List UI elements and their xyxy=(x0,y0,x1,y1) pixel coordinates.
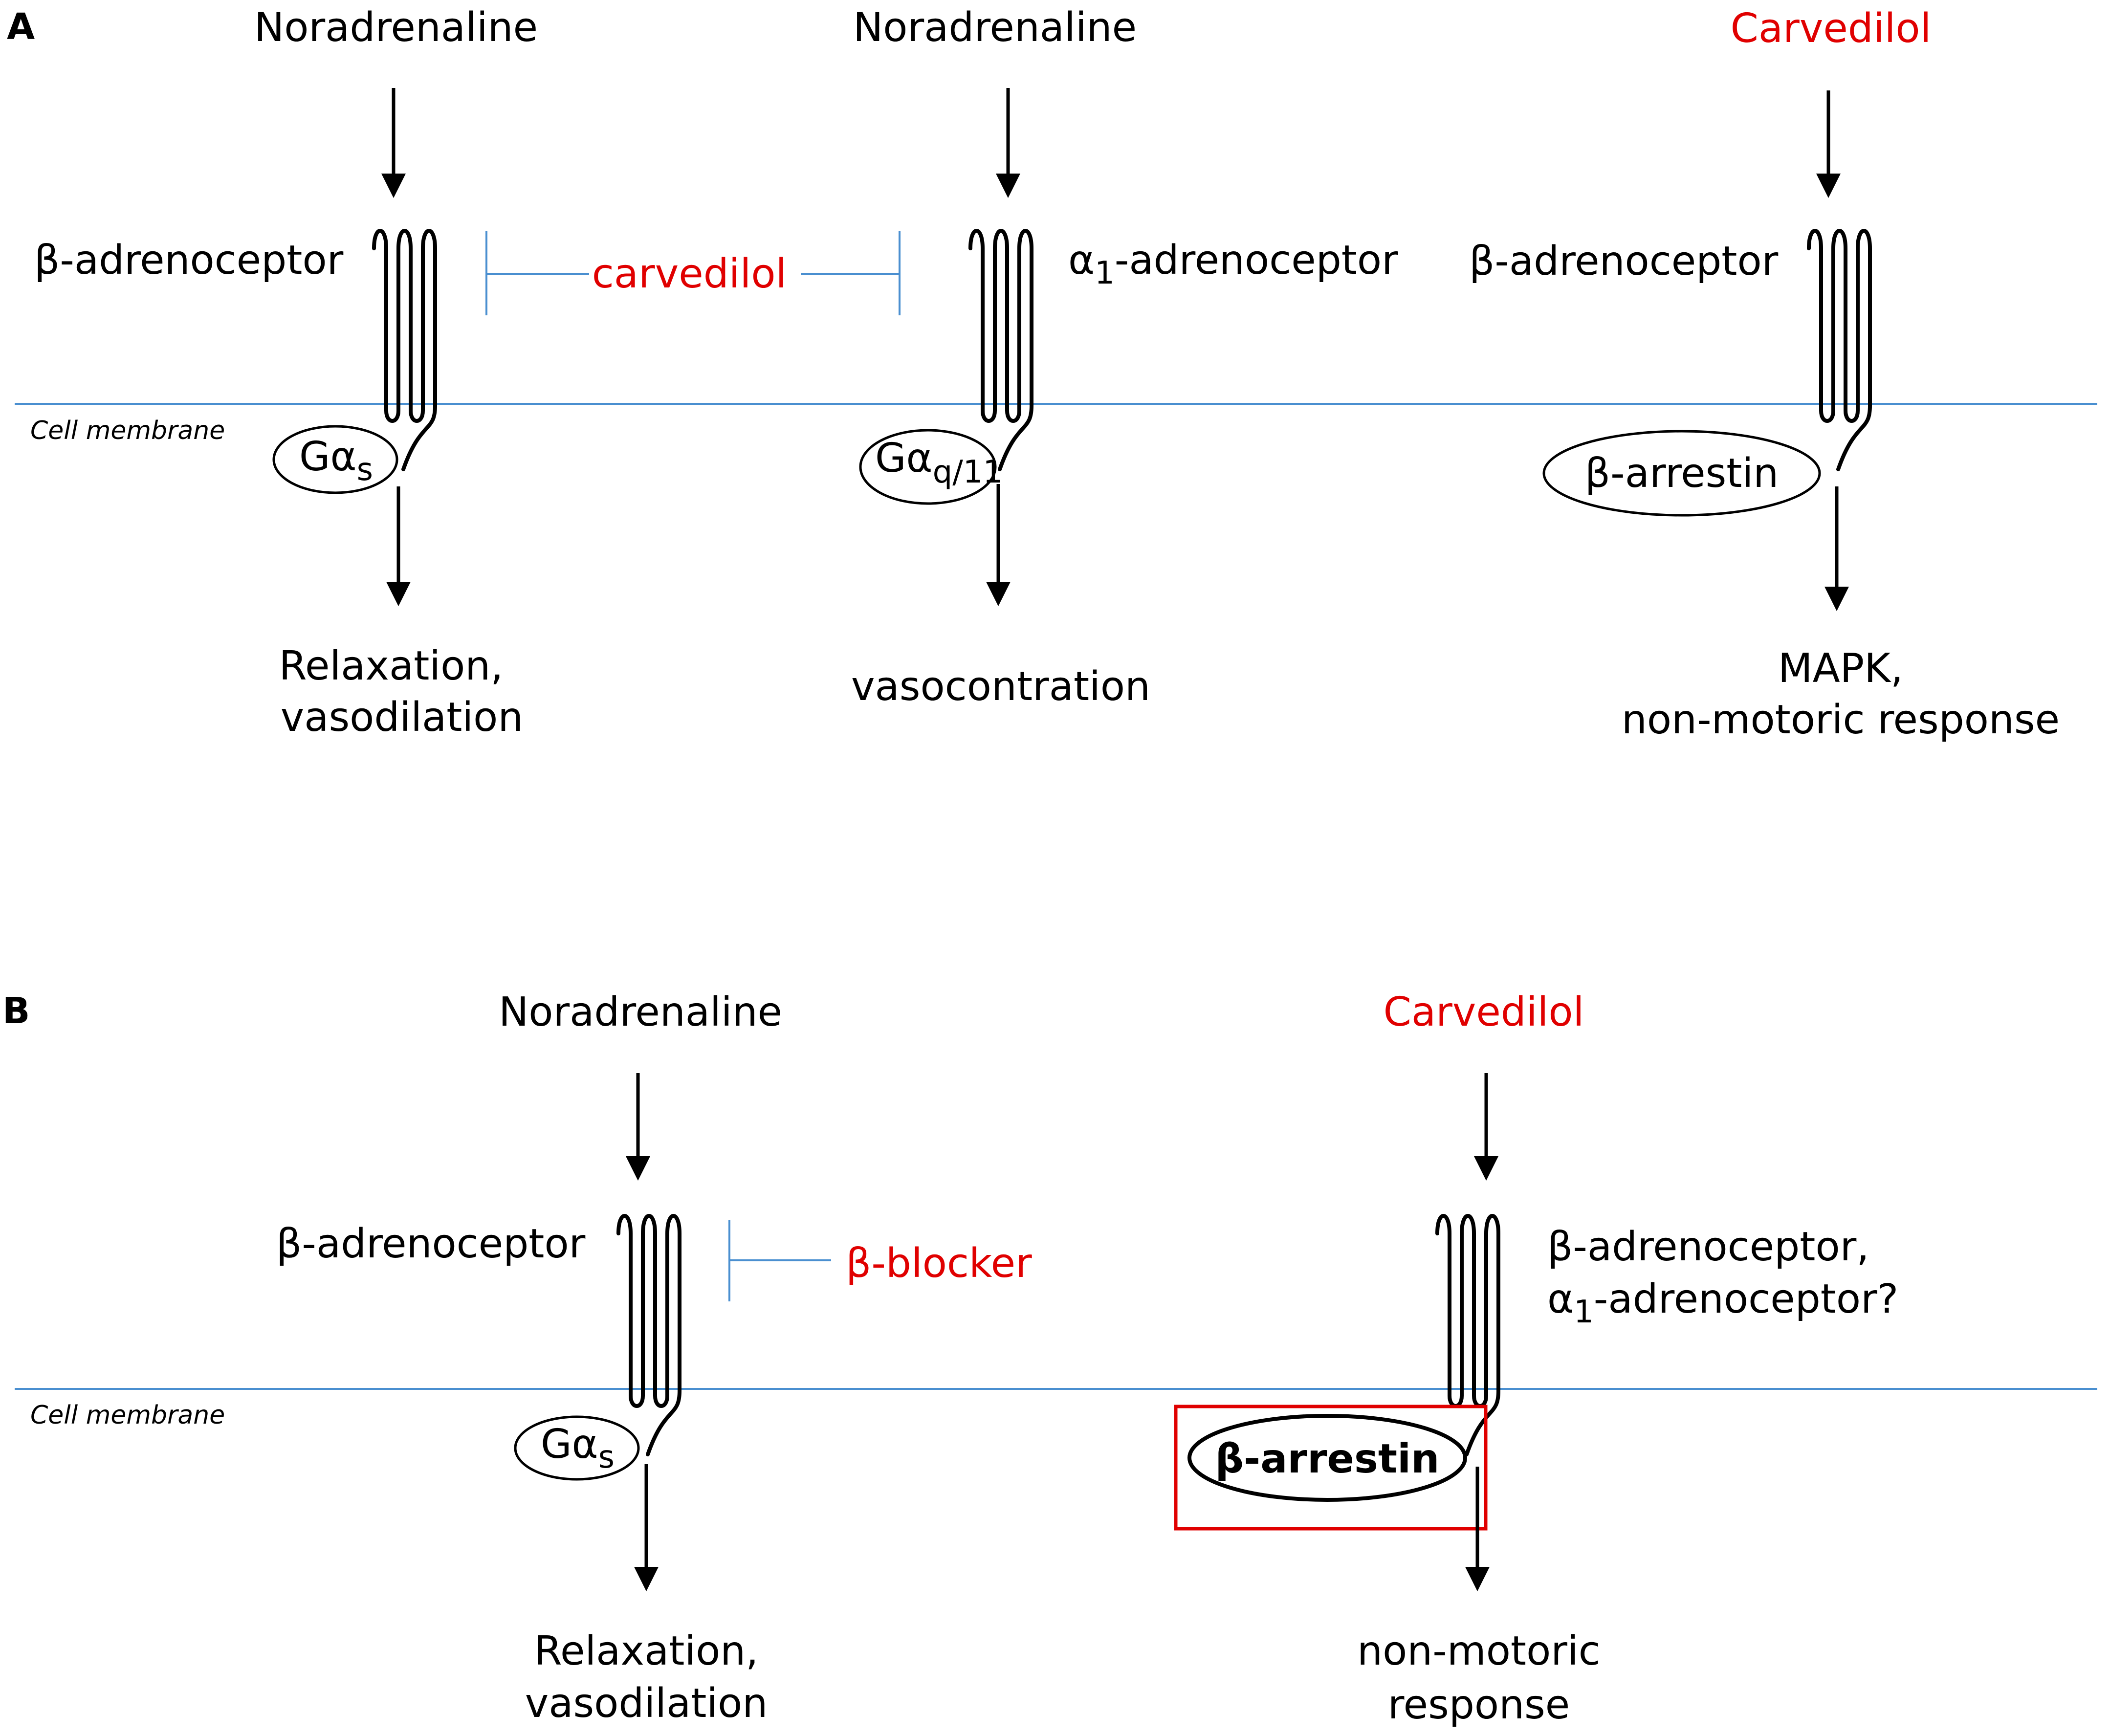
pathway-a-middle: Noradrenaline α1-adrenoceptor Gαq/11 vas… xyxy=(851,4,1398,710)
arrow-head xyxy=(1816,174,1841,198)
membrane-label-b: Cell membrane xyxy=(30,1401,225,1430)
pathway-a-right: Carvedilol β-adrenoceptor β-arrestin MAP… xyxy=(1469,5,2060,743)
receptor-alpha1-label: α1-adrenoceptor xyxy=(1068,237,1398,291)
receptor-glyph xyxy=(374,231,435,469)
arrow-head xyxy=(1465,1567,1490,1591)
receptor-glyph xyxy=(1809,231,1870,469)
pathway-a-left: Noradrenaline β-adrenoceptor Gαs Relaxat… xyxy=(34,4,538,741)
receptor-beta-label: β-adrenoceptor xyxy=(1469,238,1779,285)
response-relaxation: Relaxation, xyxy=(534,1628,759,1674)
inhibitor-beta-blocker: β-blocker xyxy=(846,1240,1032,1287)
response-vasodilation: vasodilation xyxy=(281,694,524,741)
beta-arrestin-oval xyxy=(1187,1414,1467,1502)
g-protein-gaq11-oval xyxy=(859,429,997,505)
receptor-alpha1-label: α1-adrenoceptor? xyxy=(1547,1276,1898,1330)
arrow-head xyxy=(634,1567,659,1591)
arrow-head xyxy=(1474,1156,1498,1181)
response-relaxation: Relaxation, xyxy=(279,643,504,689)
arrow-head xyxy=(626,1156,650,1181)
beta-arrestin-oval xyxy=(1542,430,1821,517)
membrane-label-a: Cell membrane xyxy=(30,416,225,445)
receptor-beta-label: β-adrenoceptor, xyxy=(1547,1224,1869,1270)
g-protein-gas-oval xyxy=(272,425,398,494)
carvedilol-inhibition-a: carvedilol xyxy=(485,231,901,315)
response-mapk: MAPK, xyxy=(1778,645,1903,692)
receptor-glyph xyxy=(970,231,1032,469)
arrow-head xyxy=(381,174,406,198)
g-protein-gas-oval xyxy=(514,1415,640,1481)
response-non-motoric: non-motoric response xyxy=(1622,697,2060,743)
ligand-carvedilol: Carvedilol xyxy=(1731,5,1932,52)
response-non-motoric: non-motoric xyxy=(1357,1628,1601,1674)
panel-b-label: B xyxy=(2,990,30,1032)
receptor-glyph xyxy=(618,1216,680,1454)
response-response: response xyxy=(1388,1682,1570,1728)
ligand-noradrenaline: Noradrenaline xyxy=(499,989,782,1035)
response-vasocontration: vasocontration xyxy=(851,663,1150,710)
ligand-carvedilol: Carvedilol xyxy=(1384,989,1584,1035)
pathway-b-left: Noradrenaline β-adrenoceptor β-blocker G… xyxy=(276,989,1032,1727)
ligand-noradrenaline: Noradrenaline xyxy=(853,4,1137,51)
beta-arrestin-highlight-box xyxy=(1174,1405,1488,1531)
pathway-b-right: Carvedilol β-adrenoceptor, α1-adrenocept… xyxy=(1174,989,1898,1728)
arrow-head xyxy=(386,582,411,606)
arrow-head xyxy=(986,582,1011,606)
panel-a-label: A xyxy=(7,6,35,48)
beta-arrestin-label: β-arrestin xyxy=(1215,1436,1439,1482)
receptor-beta-label: β-adrenoceptor xyxy=(34,237,344,284)
inhibitor-carvedilol: carvedilol xyxy=(592,251,787,297)
g-protein-gaq11-label: Gαq/11 xyxy=(875,435,1003,490)
beta-arrestin-label: β-arrestin xyxy=(1585,450,1779,497)
response-vasodilation: vasodilation xyxy=(525,1680,768,1727)
arrow-head xyxy=(996,174,1020,198)
arrow-head xyxy=(1824,587,1849,611)
g-protein-gas-label: Gαs xyxy=(299,434,373,488)
g-protein-gas-label: Gαs xyxy=(541,1421,615,1475)
receptor-beta-label: β-adrenoceptor xyxy=(276,1221,586,1267)
receptor-glyph xyxy=(1437,1216,1498,1454)
ligand-noradrenaline: Noradrenaline xyxy=(254,4,538,51)
